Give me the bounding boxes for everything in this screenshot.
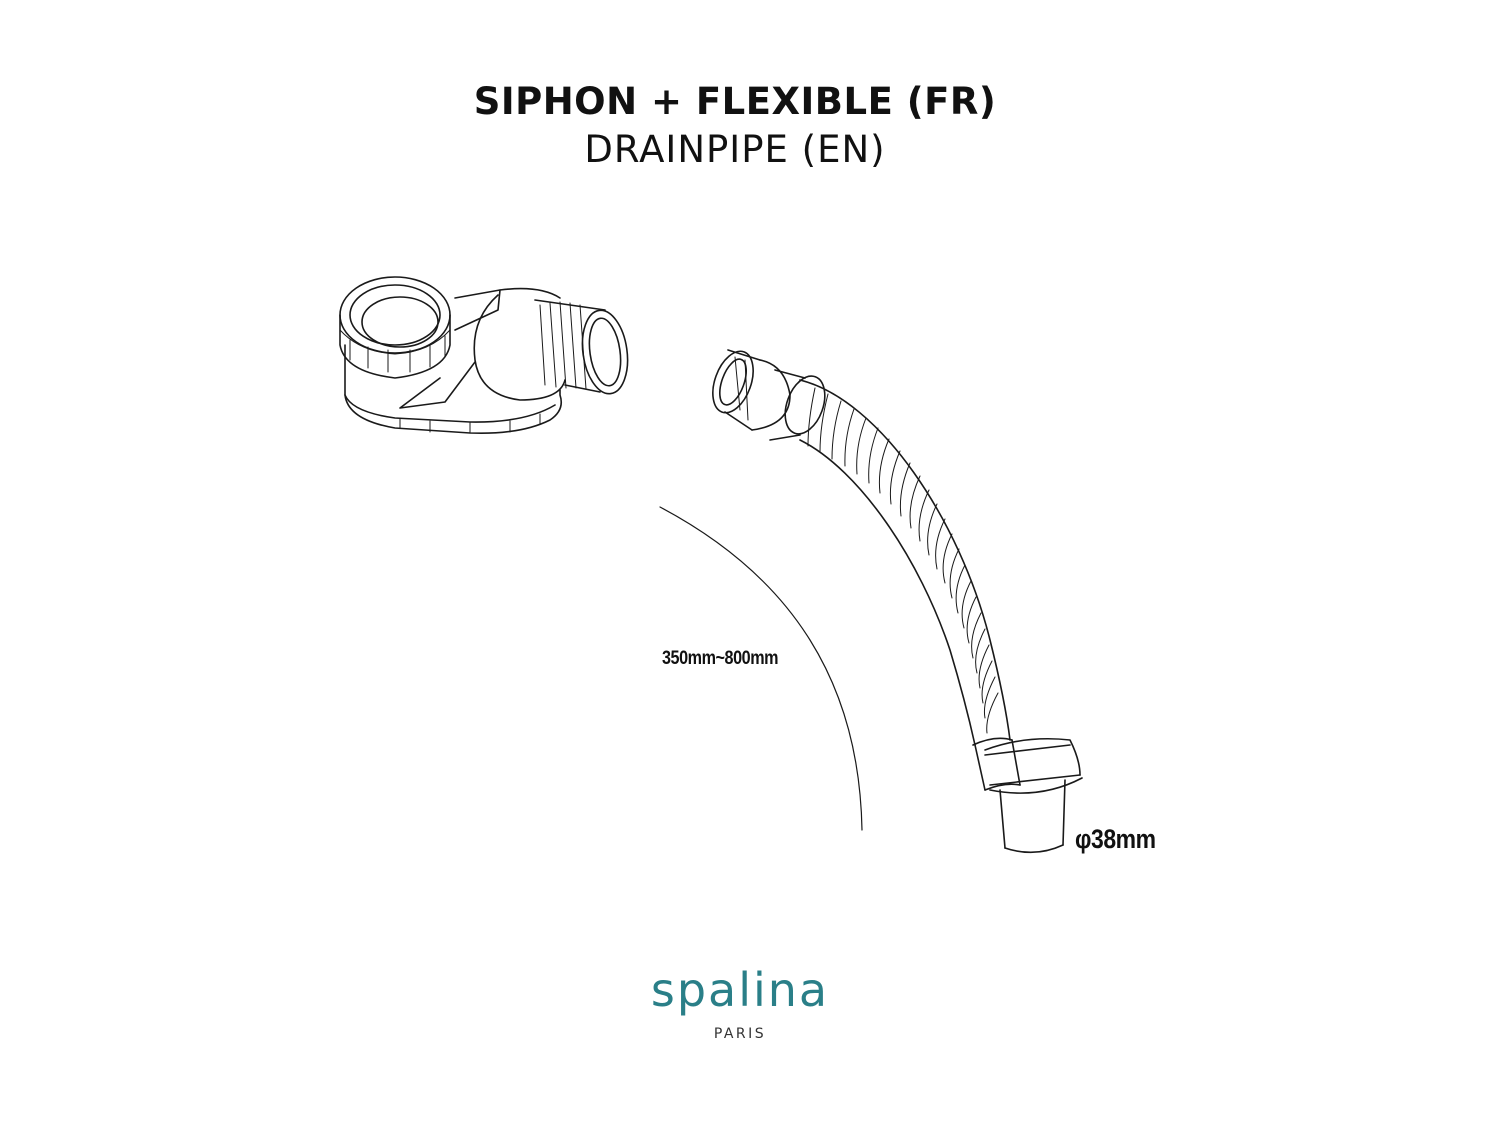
length-range-label: 350mm~800mm <box>662 648 779 669</box>
length-guide-curve <box>659 506 863 831</box>
title-english: DRAINPIPE (EN) <box>584 128 886 171</box>
flexible-hose-drawing <box>712 349 1083 854</box>
title-french: SIPHON + FLEXIBLE (FR) <box>473 80 997 123</box>
brand-name: spalina <box>650 963 830 1017</box>
siphon-drawing <box>339 276 629 435</box>
brand-city: PARIS <box>713 1026 767 1042</box>
brand-logo: spalina PARIS <box>600 960 880 1042</box>
diameter-label: φ38mm <box>1075 824 1156 854</box>
title-block: SIPHON + FLEXIBLE (FR) DRAINPIPE (EN) <box>0 78 1470 174</box>
